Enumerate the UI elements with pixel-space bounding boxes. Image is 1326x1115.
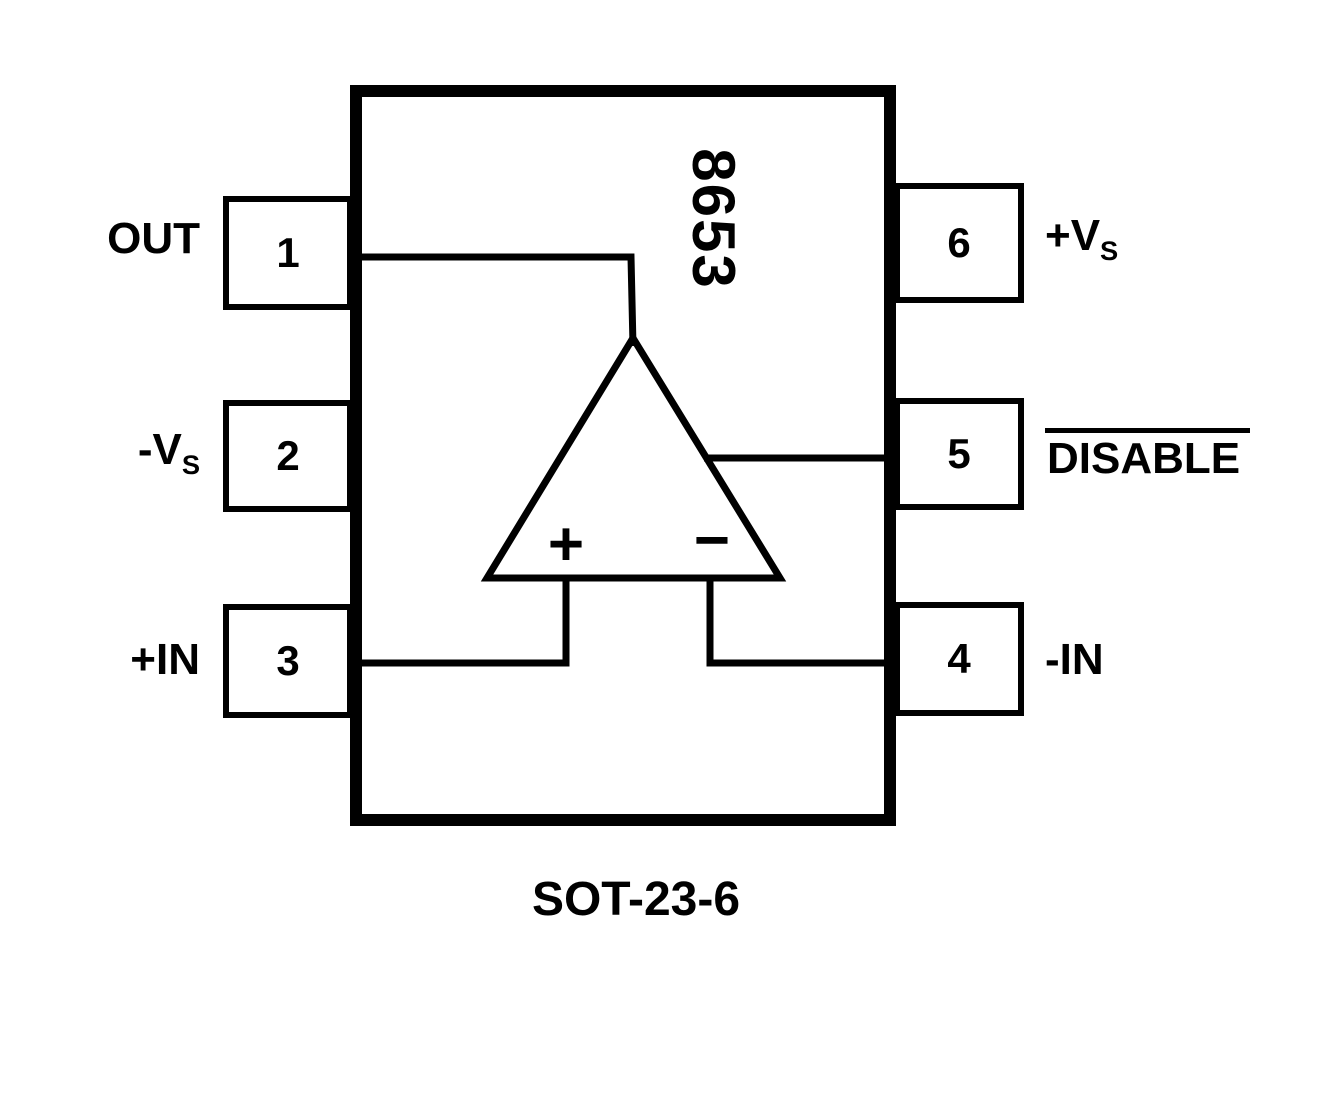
wire-output-to-pin1	[352, 253, 637, 347]
pin-1-number: 1	[276, 229, 300, 276]
pin-2-label: -VS	[30, 428, 200, 478]
pin-6-number: 6	[947, 219, 971, 266]
opamp-inverting-sign: −	[693, 506, 731, 575]
pin-2-number: 2	[276, 432, 300, 479]
pin-2-label-subscript: S	[181, 448, 200, 480]
pin-5-number: 5	[947, 430, 971, 477]
pin-3-box: 3	[223, 604, 353, 718]
pin-5-label-overline-text: DISABLE	[1045, 428, 1251, 481]
pin-6-label: +VS	[1045, 214, 1118, 264]
wire-inverting-to-pin4	[706, 575, 896, 667]
pin-2-box: 2	[223, 400, 353, 512]
pin-4-box: 4	[894, 602, 1024, 716]
opamp-noninverting-sign: +	[547, 510, 585, 579]
pin-4-number: 4	[947, 635, 971, 682]
pin-5-label: DISABLE	[1045, 428, 1251, 481]
package-name-label: SOT-23-6	[531, 873, 741, 926]
wire-noninverting-to-pin3	[352, 575, 570, 667]
pin-1-box: 1	[223, 196, 353, 310]
pin-6-box: 6	[894, 183, 1024, 303]
pin-6-label-main: +V	[1045, 211, 1101, 260]
pin-2-label-main: -V	[137, 425, 182, 474]
pin-3-number: 3	[276, 637, 300, 684]
pin-1-label: OUT	[107, 214, 200, 263]
pin-6-label-subscript: S	[1100, 234, 1119, 266]
part-number-label: 8653	[680, 148, 747, 290]
pin-5-box: 5	[894, 398, 1024, 510]
pin-4-label: -IN	[1045, 635, 1104, 684]
pin-3-label: +IN	[130, 635, 200, 684]
